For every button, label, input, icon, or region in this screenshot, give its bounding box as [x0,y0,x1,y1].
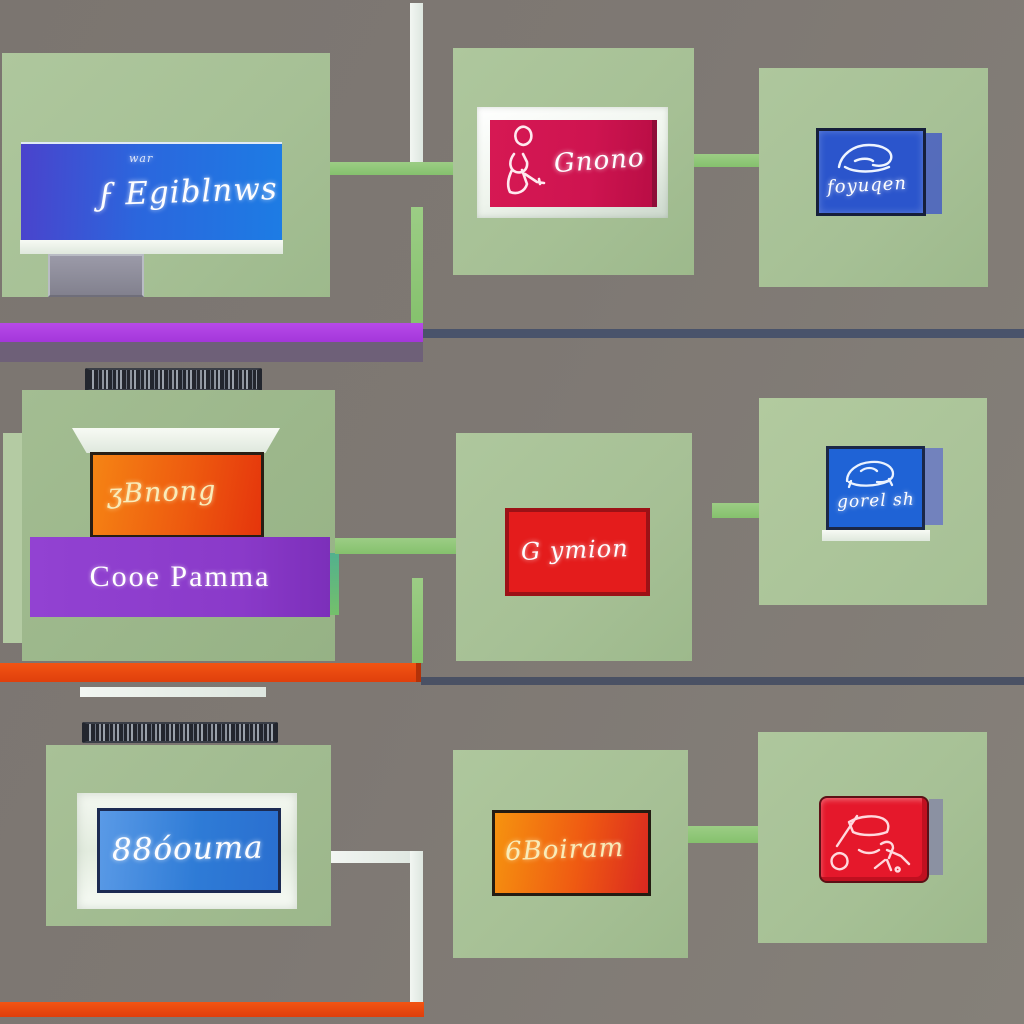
car-sketch-icon [845,460,895,489]
green-connector-vertical-lower [412,578,423,663]
screen-text: ʒBnong [106,475,217,510]
orange-screen-r2-left: ʒBnong [90,452,264,538]
screen-text: ϝ Egiblnws [98,170,279,214]
white-connector-line-top [410,3,423,162]
screen-text: 6Boiram [504,832,625,868]
red-screen-r2-center: G ymion [505,508,650,596]
white-connector-horizontal [331,851,423,863]
blue-screen-r1-right: foyuqen [816,128,926,216]
person-sketch-icon [506,125,546,195]
orange-screen-r3-center: 6Boiram [492,810,651,896]
green-connector-r1-b [694,154,760,167]
screen-shadow [925,448,943,525]
orange-divider-bar-2 [0,1002,424,1017]
screen-text: 88óouma [111,829,264,869]
crimson-screen: Gnono [490,120,657,207]
cart-sketch-icon [830,814,911,873]
purple-divider-bar [0,323,423,342]
screen-text: foyuqen [826,172,908,199]
navy-hairline-1 [423,329,1024,338]
white-connector-vertical [410,851,423,1004]
white-bar [80,687,266,697]
blue-screen-r3-left: 88óouma [97,808,281,893]
orange-divider-bar-1 [0,663,421,682]
red-screen-r3-right [819,796,929,883]
teal-sliver [330,553,339,615]
screen-bezel [20,240,283,254]
barcode-strip-2 [82,722,278,743]
green-connector-r2-b [712,503,760,518]
green-node-side-tab [3,433,22,643]
blue-screen-r2-right: gorel sh [826,446,925,530]
screen-text: G ymion [520,534,630,566]
purple-divider-shadow [0,342,423,362]
screen-shadow [929,799,943,875]
green-connector-r2-a [335,538,456,554]
green-connector-r1-a [330,162,456,175]
screen-bezel-bottom [822,530,930,541]
banner-text: Cooe Pamma [89,560,271,593]
screen-shadow [926,133,942,214]
purple-banner: Cooe Pamma [30,537,330,617]
screen-stand [48,254,144,297]
green-connector-r3 [688,826,760,843]
barcode-strip-1 [85,368,262,391]
screen-text: gorel sh [836,489,916,513]
screen-bezel-top [72,428,280,453]
cap-sketch-icon [837,143,893,173]
billboard-screen-r1-left: war ϝ Egiblnws [21,142,282,242]
screen-text: Gnono [553,142,646,180]
green-connector-vertical-upper [411,207,423,324]
navy-hairline-2 [421,677,1024,685]
screen-small-text: war [129,152,154,165]
